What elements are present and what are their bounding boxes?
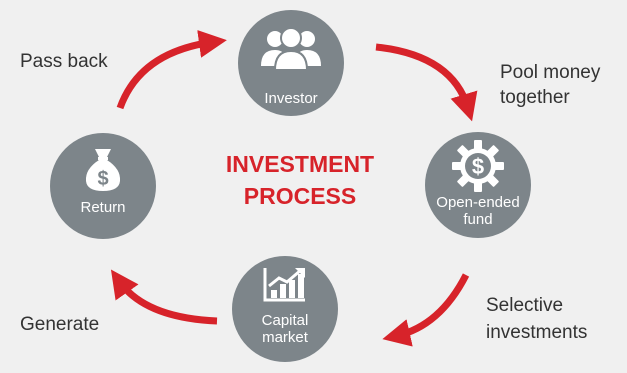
label-pool-money-line2: together bbox=[500, 87, 570, 108]
title-line2: PROCESS bbox=[243, 183, 357, 209]
svg-text:$: $ bbox=[472, 154, 484, 179]
money-bag-icon: $ bbox=[50, 147, 156, 193]
label-selective-line1: Selective bbox=[486, 295, 564, 316]
diagram-title: INVESTMENT PROCESS bbox=[190, 148, 410, 212]
fund-label-line2: fund bbox=[463, 211, 493, 228]
arrow-generate bbox=[110, 269, 218, 325]
return-label: Return bbox=[80, 199, 126, 216]
growth-chart-icon bbox=[232, 266, 338, 302]
node-capital-market: Capital market bbox=[232, 256, 338, 362]
arrow-selective-investments bbox=[382, 273, 470, 347]
node-investor: Investor bbox=[238, 10, 344, 116]
label-selective-line2: investments bbox=[486, 322, 588, 343]
market-label-line2: market bbox=[262, 329, 308, 346]
node-return: $ Return bbox=[50, 133, 156, 239]
label-generate: Generate bbox=[20, 314, 100, 335]
node-open-ended-fund: $ Open-ended fund bbox=[425, 132, 531, 238]
dollar-gear-icon: $ bbox=[425, 140, 531, 192]
label-pool-money-line1: Pool money bbox=[500, 62, 601, 83]
people-group-icon bbox=[238, 26, 344, 70]
fund-label-line1: Open-ended bbox=[436, 194, 520, 211]
market-label-line1: Capital bbox=[261, 312, 309, 329]
svg-text:$: $ bbox=[97, 168, 108, 190]
investor-label: Investor bbox=[264, 90, 318, 107]
arrow-pool-money bbox=[375, 43, 478, 122]
arrow-pass-back bbox=[116, 30, 227, 110]
label-pass-back: Pass back bbox=[20, 51, 108, 72]
title-line1: INVESTMENT bbox=[225, 151, 375, 177]
